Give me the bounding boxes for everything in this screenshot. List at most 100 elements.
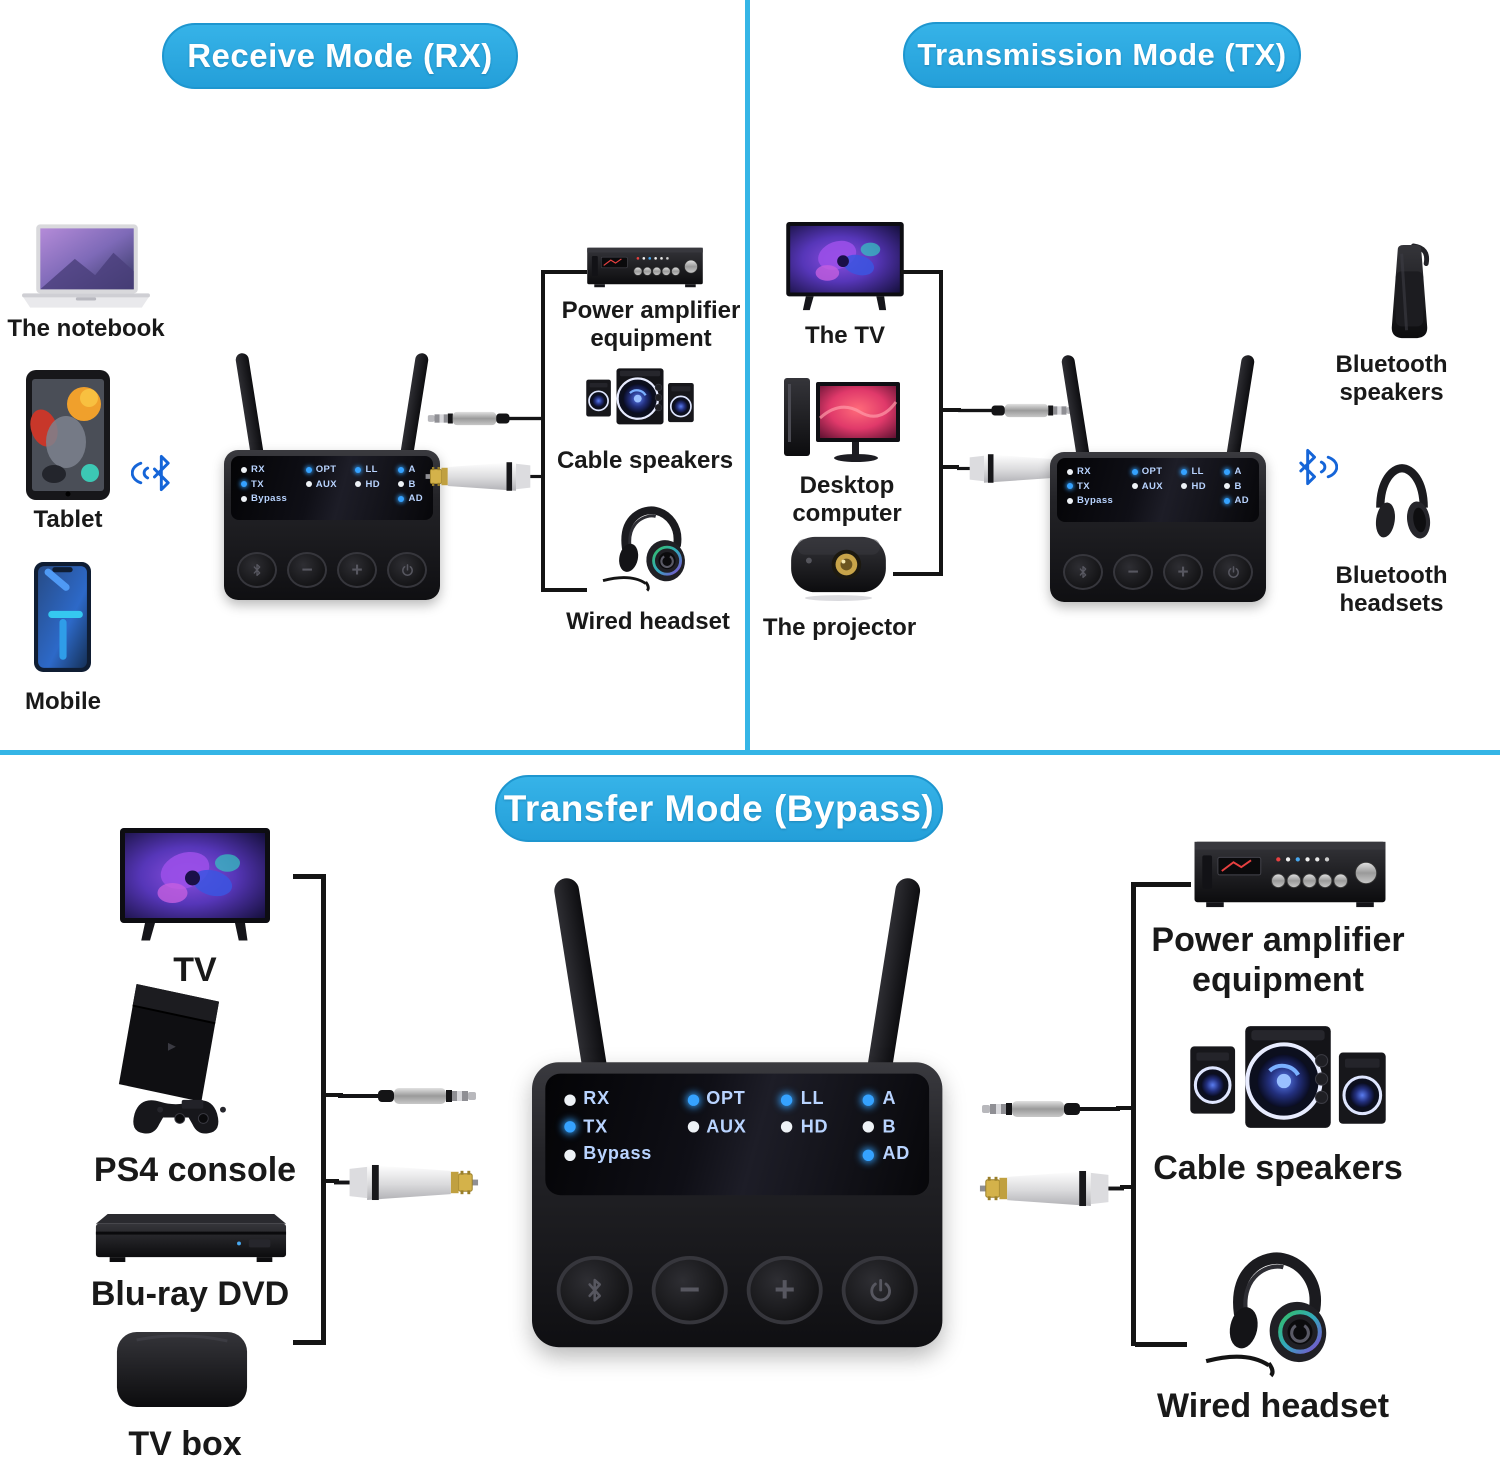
led-dot-b bbox=[1224, 483, 1231, 490]
led-label-ad: AD bbox=[882, 1143, 911, 1165]
plus-button: + bbox=[1163, 554, 1203, 590]
led-label-b: B bbox=[408, 478, 416, 490]
cable-line bbox=[1116, 1106, 1135, 1110]
connection-line bbox=[293, 874, 323, 879]
led-dot-tx bbox=[241, 481, 247, 488]
wired-headset-image bbox=[600, 498, 700, 592]
vertical-divider bbox=[745, 0, 750, 752]
connection-line bbox=[893, 572, 939, 576]
led-label-tx: TX bbox=[1077, 480, 1090, 492]
bluetooth-speakers-label: Bluetooth speakers bbox=[1335, 351, 1448, 407]
led-label-a: A bbox=[882, 1088, 897, 1110]
cable-speakers-label: Cable speakers bbox=[1153, 1149, 1403, 1187]
projector-label: The projector bbox=[762, 614, 917, 641]
device-buttons: −+ bbox=[237, 552, 427, 588]
led-dot-rx bbox=[1067, 468, 1073, 475]
led-dot-aux bbox=[1131, 483, 1138, 490]
antenna-right bbox=[1226, 354, 1256, 460]
led-dot-ad bbox=[1224, 497, 1231, 504]
led-dot-opt bbox=[1131, 468, 1138, 475]
led-label-opt: OPT bbox=[706, 1088, 746, 1110]
led-label-tx: TX bbox=[583, 1116, 608, 1138]
led-label-a: A bbox=[408, 464, 416, 475]
led-dot-bypass bbox=[1067, 497, 1073, 504]
cable-line bbox=[941, 408, 961, 412]
led-label-bypass: Bypass bbox=[1077, 495, 1114, 506]
led-label-aux: AUX bbox=[1141, 480, 1163, 492]
led-label-ll: LL bbox=[1191, 466, 1204, 477]
connection-line bbox=[1135, 882, 1191, 887]
aux-jack-image bbox=[338, 1081, 478, 1111]
connection-line bbox=[321, 874, 326, 1344]
bluray-dvd-image bbox=[92, 1210, 288, 1267]
wired-headset-image bbox=[1202, 1240, 1348, 1378]
minus-button: − bbox=[1113, 554, 1153, 590]
antenna-right bbox=[866, 876, 922, 1076]
cable-speakers-image bbox=[584, 366, 696, 429]
led-dot-ll bbox=[1181, 468, 1188, 475]
connection-line bbox=[901, 270, 939, 274]
desktop-computer-label: Desktop computer bbox=[792, 472, 902, 528]
tablet-image bbox=[26, 370, 110, 500]
led-label-ad: AD bbox=[1234, 495, 1249, 506]
led-dot-b bbox=[863, 1121, 875, 1133]
cable-speakers-label: Cable speakers bbox=[556, 447, 734, 474]
tv-label: The TV bbox=[804, 322, 885, 349]
bluetooth-signal-icon bbox=[1293, 446, 1338, 488]
led-label-hd: HD bbox=[800, 1116, 829, 1138]
cable-speakers-image bbox=[1186, 1022, 1390, 1136]
led-dot-aux bbox=[687, 1121, 699, 1133]
notebook-image bbox=[20, 222, 152, 316]
cable-line bbox=[323, 1093, 343, 1097]
led-dot-hd bbox=[1181, 483, 1188, 490]
led-dot-tx bbox=[1067, 483, 1073, 490]
desktop-computer-image bbox=[782, 378, 902, 470]
led-dot-bypass bbox=[241, 495, 247, 502]
led-label-tx: TX bbox=[251, 478, 264, 490]
horizontal-divider bbox=[0, 750, 1500, 755]
connection-line bbox=[543, 270, 587, 274]
wired-headset-label: Wired headset bbox=[1156, 1387, 1390, 1425]
optical-connector-image bbox=[978, 1166, 1124, 1211]
led-dot-ll bbox=[355, 466, 362, 473]
connection-line bbox=[293, 1340, 326, 1345]
led-dot-ad bbox=[398, 495, 405, 502]
plus-button: + bbox=[337, 552, 377, 588]
tv-label: TV bbox=[173, 951, 217, 989]
led-dot-b bbox=[398, 481, 405, 488]
led-label-opt: OPT bbox=[1141, 466, 1163, 477]
led-dot-opt bbox=[305, 466, 312, 473]
bluray-dvd-label: Blu-ray DVD bbox=[90, 1275, 290, 1313]
led-dot-aux bbox=[305, 481, 312, 488]
connection-line bbox=[543, 588, 587, 592]
led-label-hd: HD bbox=[1191, 480, 1206, 492]
wired-headset-label: Wired headset bbox=[566, 608, 730, 635]
bluetooth-signal-icon bbox=[131, 452, 176, 494]
rx-mode-title: Receive Mode (RX) bbox=[162, 23, 518, 89]
mobile-label: Mobile bbox=[25, 688, 101, 715]
led-label-opt: OPT bbox=[315, 464, 337, 475]
amplifier-image bbox=[1192, 834, 1388, 910]
led-label-rx: RX bbox=[583, 1088, 610, 1110]
plus-button: + bbox=[746, 1256, 823, 1325]
power-button bbox=[1213, 554, 1253, 590]
antenna-left bbox=[1060, 354, 1090, 460]
led-label-aux: AUX bbox=[706, 1116, 747, 1138]
tablet-label: Tablet bbox=[33, 506, 103, 533]
led-label-rx: RX bbox=[251, 464, 265, 475]
device-buttons: −+ bbox=[1063, 554, 1253, 590]
bluetooth-button bbox=[237, 552, 277, 588]
amplifier-label: Power amplifier equipment bbox=[1151, 921, 1405, 1000]
led-label-ll: LL bbox=[365, 464, 378, 475]
tv-image bbox=[786, 222, 904, 316]
bluetooth-button bbox=[556, 1256, 633, 1325]
aux-jack-image bbox=[980, 1094, 1120, 1124]
led-dot-opt bbox=[687, 1094, 699, 1106]
